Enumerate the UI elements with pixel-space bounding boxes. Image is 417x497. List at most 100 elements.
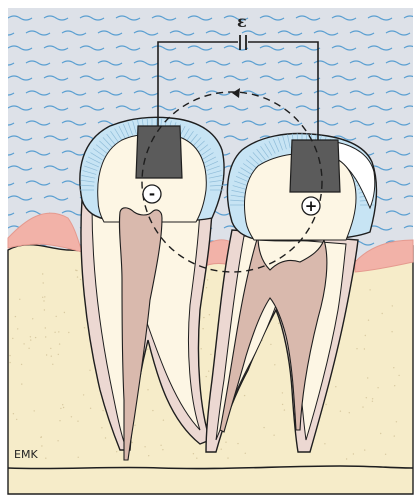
bone-speckle <box>162 449 163 450</box>
bone-speckle <box>32 318 33 319</box>
bone-speckle <box>13 413 14 414</box>
bone-speckle <box>63 407 64 408</box>
bone-speckle <box>44 296 45 297</box>
bone-speckle <box>394 435 395 436</box>
bone-speckle <box>203 317 204 318</box>
bone-speckle <box>34 410 35 411</box>
bone-speckle <box>273 435 274 436</box>
bone-speckle <box>46 354 47 355</box>
bone-speckle <box>19 299 20 300</box>
bone-speckle <box>206 376 207 377</box>
bone-speckle <box>325 404 326 405</box>
bone-speckle <box>366 397 367 398</box>
bone-speckle <box>353 453 354 454</box>
bone-speckle <box>105 437 106 438</box>
bone-speckle <box>35 337 36 338</box>
bone-speckle <box>368 320 369 321</box>
bone-speckle <box>84 327 85 328</box>
bone-speckle <box>201 348 202 349</box>
bone-speckle <box>28 348 29 349</box>
bone-speckle <box>152 410 153 411</box>
negative-pole-label: - <box>149 185 155 203</box>
bone-speckle <box>58 354 59 355</box>
bone-speckle <box>398 375 399 376</box>
bone-speckle <box>64 312 65 313</box>
bone-speckle <box>380 433 381 434</box>
bone-speckle <box>77 276 78 277</box>
bone-speckle <box>364 348 365 349</box>
bone-speckle <box>364 449 365 450</box>
emf-label: ε <box>237 12 247 31</box>
bone-speckle <box>335 386 336 387</box>
bone-speckle <box>365 335 366 336</box>
bone-speckle <box>62 404 63 405</box>
bone-speckle <box>144 446 145 447</box>
bone-speckle <box>57 440 58 441</box>
bone-speckle <box>349 412 350 413</box>
bone-speckle <box>78 457 79 458</box>
bone-speckle <box>30 339 31 340</box>
bone-speckle <box>41 445 42 446</box>
bone-speckle <box>90 408 91 409</box>
bone-speckle <box>392 305 393 306</box>
bone-speckle <box>50 348 51 349</box>
bone-speckle <box>206 287 207 288</box>
bone-speckle <box>59 420 60 421</box>
bone-speckle <box>263 427 264 428</box>
bone-speckle <box>16 419 17 420</box>
bone-speckle <box>30 336 31 337</box>
bone-speckle <box>21 364 22 365</box>
bone-speckle <box>163 420 164 421</box>
bone-speckle <box>270 344 271 345</box>
bone-speckle <box>42 297 43 298</box>
bone-speckle <box>207 279 208 280</box>
bone-speckle <box>209 314 210 315</box>
bone-speckle <box>369 289 370 290</box>
bone-speckle <box>148 455 149 456</box>
bone-speckle <box>44 309 45 310</box>
bone-speckle <box>21 383 22 384</box>
bone-speckle <box>71 416 72 417</box>
bone-speckle <box>147 349 148 350</box>
bone-speckle <box>52 364 53 365</box>
bone-speckle <box>147 389 148 390</box>
bone-speckle <box>372 401 373 402</box>
bone-speckle <box>274 364 275 365</box>
positive-pole-marker: + <box>302 197 320 215</box>
bone-speckle <box>43 300 44 301</box>
bone-speckle <box>51 356 52 357</box>
bone-speckle <box>193 453 194 454</box>
bone-speckle <box>244 395 245 396</box>
positive-pole-label: + <box>305 197 318 215</box>
jaw-bone <box>8 245 413 494</box>
bone-speckle <box>282 404 283 405</box>
bone-speckle <box>245 453 246 454</box>
bone-speckle <box>134 425 135 426</box>
bone-speckle <box>227 457 228 458</box>
bone-speckle <box>284 409 285 410</box>
bone-speckle <box>356 348 357 349</box>
bone-speckle <box>58 331 59 332</box>
bone-speckle <box>346 458 347 459</box>
bone-speckle <box>56 316 57 317</box>
bone-speckle <box>68 332 69 333</box>
bone-speckle <box>43 282 44 283</box>
bone-speckle <box>40 437 41 438</box>
bone-speckle <box>45 336 46 337</box>
bone-speckle <box>237 443 238 444</box>
bone-speckle <box>15 316 16 317</box>
bone-speckle <box>324 443 325 444</box>
bone-speckle <box>23 343 24 344</box>
bone-speckle <box>382 313 383 314</box>
bone-speckle <box>160 445 161 446</box>
bone-speckle <box>225 442 226 443</box>
bone-speckle <box>208 371 209 372</box>
bone-speckle <box>45 458 46 459</box>
bone-speckle <box>196 458 197 459</box>
bone-speckle <box>101 427 102 428</box>
bone-speckle <box>83 394 84 395</box>
negative-pole-marker: - <box>143 185 161 203</box>
bone-speckle <box>116 451 117 452</box>
